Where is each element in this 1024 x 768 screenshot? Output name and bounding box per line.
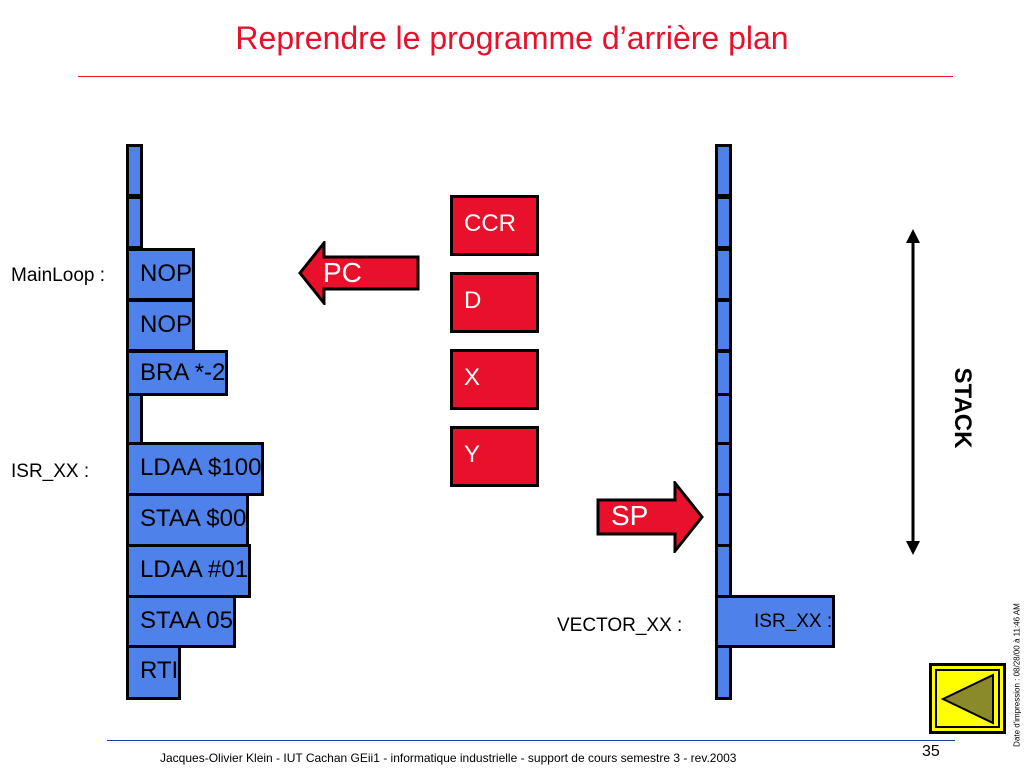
- left-memory-cell: NOP: [126, 248, 196, 301]
- vector-label: VECTOR_XX :: [557, 615, 683, 636]
- stack-label: STACK: [949, 367, 976, 449]
- left-memory-cell: STAA 05: [126, 595, 236, 648]
- left-memory-cell: [126, 393, 143, 445]
- right-memory-cell: [715, 645, 732, 700]
- mainloop-label: MainLoop :: [11, 265, 106, 286]
- right-memory-cell: [715, 442, 732, 496]
- right-memory-cell: [715, 248, 732, 301]
- slide-title: Reprendre le programme d’arrière plan: [235, 20, 789, 56]
- left-memory-cell: [126, 144, 143, 197]
- sp-arrow: [596, 481, 704, 553]
- pc-arrow: [298, 241, 420, 305]
- sp-label: SP: [611, 500, 649, 531]
- right-memory-column: ISR_XX :: [715, 144, 888, 700]
- isr-label: ISR_XX :: [11, 461, 90, 482]
- left-memory-cell: BRA *-2: [126, 350, 229, 396]
- footer-divider: [107, 740, 955, 741]
- left-memory-cell: STAA $00: [126, 493, 250, 547]
- left-memory-column: NOP NOP BRA *-2 LDAA $100 STAA $00 LDAA …: [126, 144, 300, 700]
- right-memory-cell: [715, 144, 732, 197]
- right-memory-cell: [715, 350, 732, 396]
- right-memory-cell: [715, 196, 732, 249]
- register-x: X: [450, 349, 539, 410]
- right-memory-cell: [715, 299, 732, 352]
- right-memory-cell: [715, 493, 732, 547]
- left-memory-cell: [126, 196, 143, 249]
- pc-label: PC: [323, 257, 362, 288]
- register-y: Y: [450, 426, 539, 487]
- left-memory-cell: NOP: [126, 299, 196, 352]
- register-d: D: [450, 272, 539, 333]
- footer-text: Jacques-Olivier Klein - IUT Cachan GEii1…: [160, 751, 737, 765]
- right-memory-cell: [715, 544, 732, 598]
- register-ccr: CCR: [450, 195, 539, 256]
- print-date-note: Date d'impression : 08/28/00 à 11:46 AM: [1012, 603, 1022, 747]
- title-divider: [78, 76, 953, 77]
- left-memory-cell: LDAA $100: [126, 442, 265, 496]
- right-memory-cell: [715, 393, 732, 445]
- right-memory-cell: ISR_XX :: [715, 595, 836, 648]
- left-memory-cell: LDAA #01: [126, 544, 252, 598]
- page-number: 35: [922, 743, 940, 760]
- left-memory-cell: RTI: [126, 645, 182, 700]
- back-triangle-icon[interactable]: [929, 663, 1006, 734]
- stack-extent-arrow: [906, 229, 920, 555]
